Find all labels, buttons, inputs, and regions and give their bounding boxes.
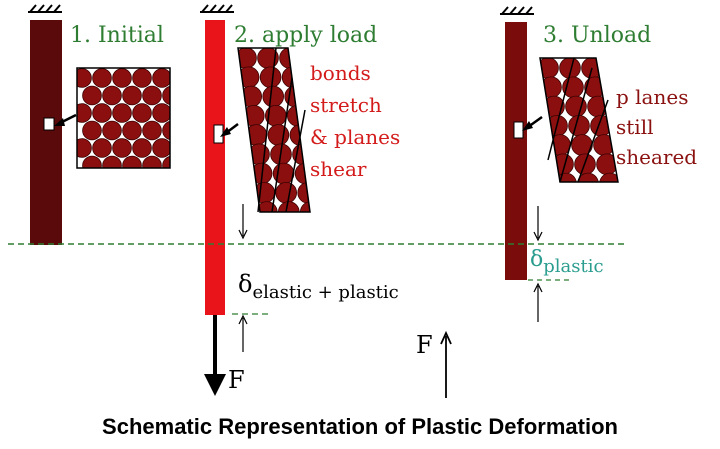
shear-planes-unloaded	[547, 57, 609, 183]
atom	[255, 201, 278, 212]
ceiling-support-3	[500, 6, 534, 15]
atom	[259, 66, 282, 89]
atom	[92, 103, 112, 123]
load-note-1: bonds	[310, 61, 371, 85]
atom	[142, 155, 162, 168]
plastic-arrow-bottom	[533, 282, 543, 322]
delta-elastic-plastic-label: δelastic + plastic	[238, 270, 399, 303]
delta-subscript-elastic-plastic: elastic + plastic	[252, 282, 398, 303]
force-arrow-down	[204, 315, 226, 396]
pointer-arrow-3	[522, 115, 543, 131]
ceiling-support-1	[28, 4, 62, 13]
atom	[122, 85, 142, 106]
atom	[77, 68, 92, 88]
atom	[262, 85, 285, 108]
atom	[142, 85, 162, 106]
atom	[568, 114, 590, 137]
atom	[173, 139, 192, 158]
delta-symbol-1: δ	[238, 270, 252, 298]
diagram-title: Schematic Representation of Plastic Defo…	[102, 414, 618, 439]
shear-planes-loaded	[257, 47, 306, 213]
atom	[183, 86, 202, 105]
delta-plastic-label: δplastic	[530, 247, 604, 277]
atom	[152, 138, 170, 158]
atom	[183, 156, 202, 175]
plastic-arrow-top	[533, 206, 543, 242]
ceiling-support-2	[200, 4, 234, 13]
atom	[267, 124, 290, 146]
atom	[622, 173, 643, 194]
atom	[577, 172, 599, 182]
atom	[322, 202, 343, 223]
pointer-arrow-1	[54, 113, 77, 126]
atom	[183, 121, 202, 140]
pointer-arrow-2	[220, 123, 239, 137]
step-label-load: 2. apply load	[234, 23, 377, 48]
force-arrow-up	[440, 330, 452, 398]
atom	[299, 201, 310, 212]
atom	[132, 103, 152, 123]
elongation-arrow-bottom	[238, 314, 248, 352]
atom	[320, 182, 341, 203]
atom	[162, 120, 170, 141]
unload-note-2: still	[616, 115, 654, 139]
atom	[132, 138, 152, 158]
bar-window-3	[513, 121, 524, 139]
atom	[77, 138, 92, 158]
atom	[112, 103, 132, 123]
delta-subscript-plastic: plastic	[543, 256, 603, 277]
atom	[132, 68, 152, 88]
atom	[112, 138, 132, 158]
atom	[102, 120, 122, 141]
atom	[162, 155, 170, 168]
atom	[599, 172, 618, 182]
atom	[173, 69, 192, 88]
atom	[102, 85, 122, 106]
delta-symbol-2: δ	[530, 247, 543, 272]
unload-note-3: sheared	[616, 145, 697, 169]
atom	[77, 103, 92, 123]
lattice-frame-loaded	[237, 47, 311, 213]
atom	[173, 104, 192, 123]
atom	[92, 68, 112, 88]
atom	[562, 76, 584, 99]
step-label-initial: 1. Initial	[70, 23, 164, 48]
atom-lattice-initial	[77, 68, 202, 175]
atom	[122, 120, 142, 141]
unload-note-1: p lanes	[616, 85, 688, 109]
atom	[142, 120, 162, 141]
step-label-unload: 3. Unload	[543, 23, 651, 48]
atom	[162, 85, 170, 106]
atom	[82, 85, 102, 106]
atom	[82, 155, 102, 168]
atom	[122, 155, 142, 168]
bar-window-1	[43, 117, 55, 131]
atom	[112, 68, 132, 88]
atom	[603, 58, 618, 79]
atom	[152, 103, 170, 123]
bar-loaded	[205, 20, 225, 315]
atom	[82, 120, 102, 141]
lattice-frame-initial	[76, 67, 171, 169]
bar-window-2	[213, 124, 224, 144]
atom	[102, 155, 122, 168]
bar-unloaded	[505, 22, 527, 280]
force-label-down: F	[228, 366, 245, 394]
load-note-2: stretch	[310, 93, 382, 117]
atom	[275, 181, 298, 204]
load-note-4: shear	[310, 157, 367, 181]
atom	[152, 68, 170, 88]
load-note-3: & planes	[310, 125, 400, 149]
force-label-up: F	[416, 331, 433, 359]
elongation-arrow-top	[238, 204, 248, 240]
atom	[277, 201, 300, 212]
atom	[92, 138, 112, 158]
bar-initial	[30, 20, 62, 245]
